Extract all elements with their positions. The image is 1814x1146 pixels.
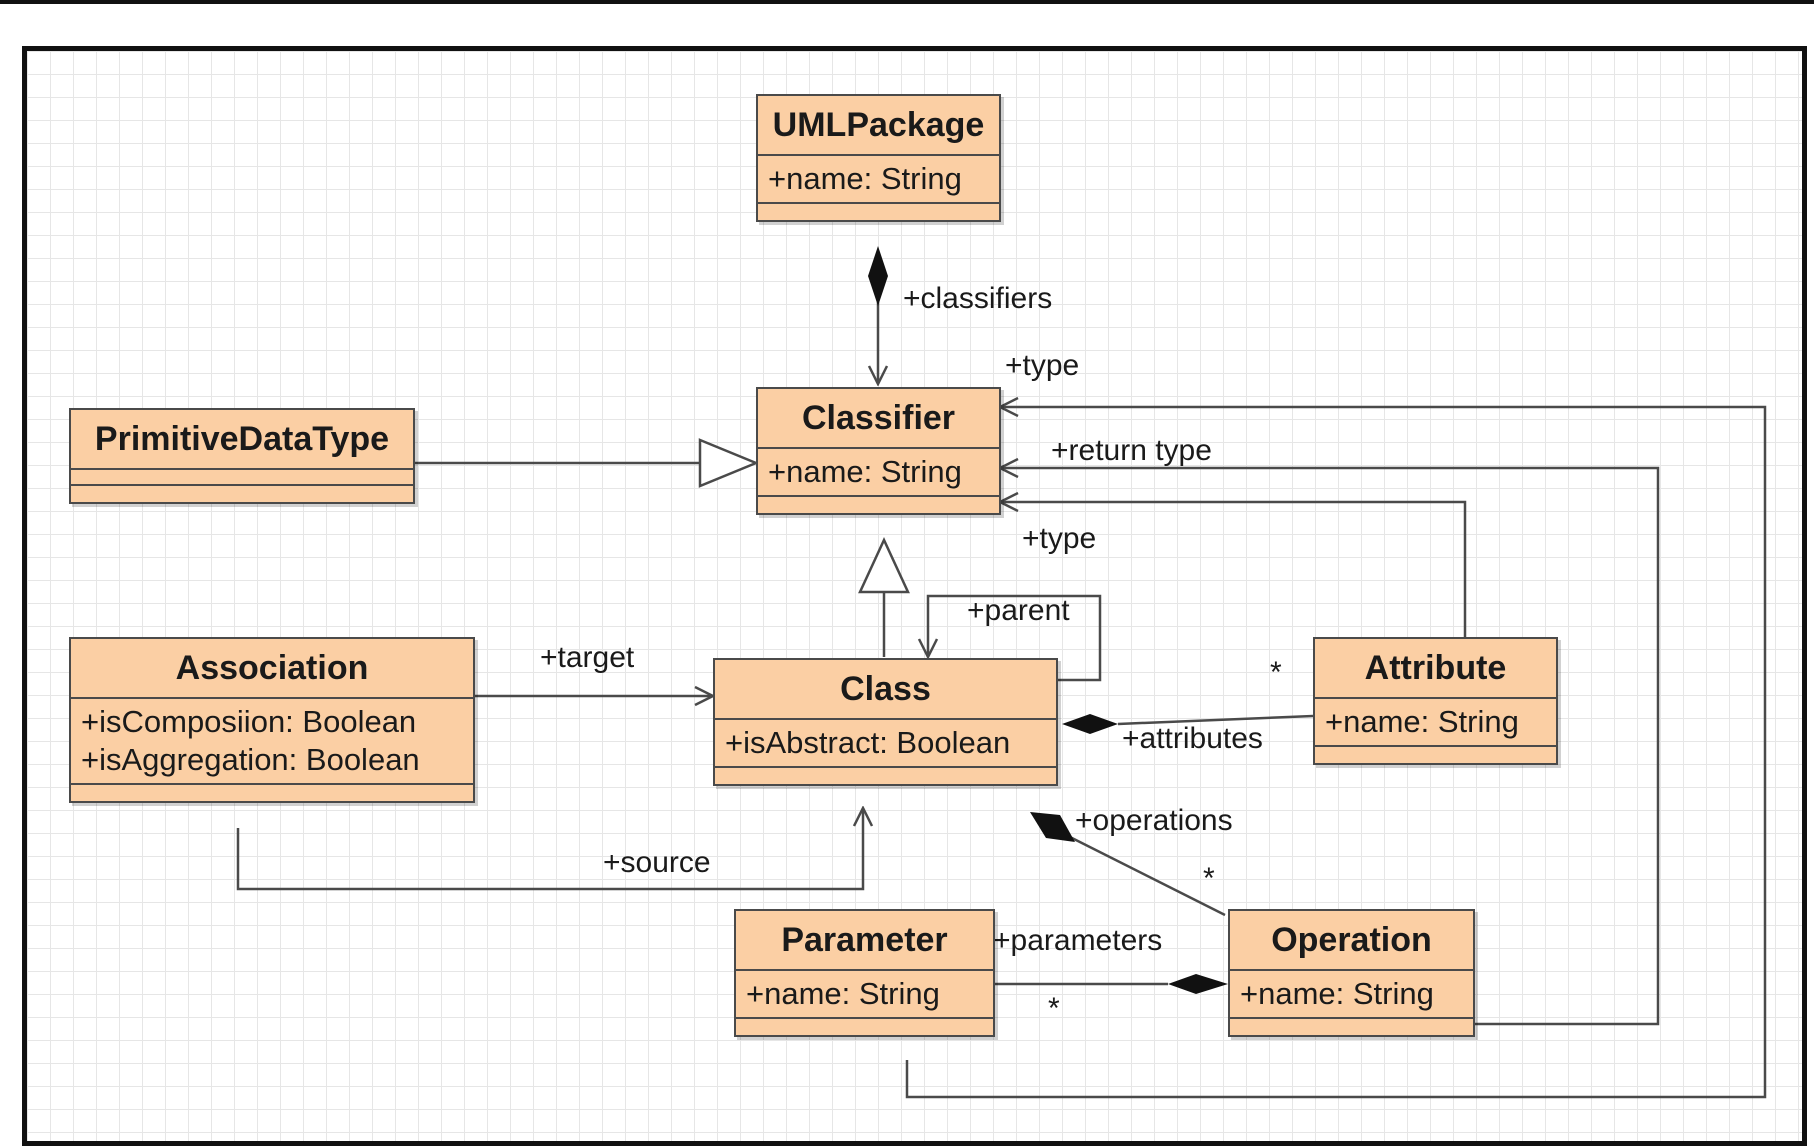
class-name: Parameter: [736, 911, 993, 971]
class-attribute: +name: String: [758, 449, 999, 497]
class-attributes-compartment: [71, 470, 413, 486]
generalization-triangle-primitive: [698, 438, 760, 488]
label-parent: +parent: [967, 594, 1070, 627]
class-attribute: +name: String: [1230, 971, 1473, 1019]
class-attribute: +name: String: [736, 971, 993, 1019]
edge-source: [236, 808, 863, 891]
class-operations-compartment: [715, 768, 1056, 784]
composition-diamond-class-operations: [1030, 812, 1075, 842]
label-source: +source: [603, 846, 711, 879]
class-operations-compartment: [1315, 747, 1556, 763]
edge-param-type: [905, 407, 1767, 1099]
label-classifiers: +classifiers: [903, 282, 1052, 315]
label-parameters: +parameters: [993, 924, 1162, 957]
label-attributes-mult: *: [1270, 656, 1282, 689]
class-box-parameter[interactable]: Parameter +name: String: [734, 909, 995, 1037]
class-attribute: +isAggregation: Boolean: [81, 742, 420, 777]
class-name: Class: [715, 660, 1056, 720]
edge-parent: [928, 594, 1102, 682]
class-operations-compartment: [736, 1019, 993, 1035]
generalization-triangle-class: [858, 537, 910, 594]
class-attribute: +isComposiion: Boolean: [81, 704, 417, 739]
class-name: UMLPackage: [758, 96, 999, 156]
label-parameters-mult: *: [1048, 992, 1060, 1025]
class-operations-compartment: [1230, 1019, 1473, 1035]
class-name: Classifier: [758, 389, 999, 449]
class-box-association[interactable]: Association +isComposiion: Boolean +isAg…: [69, 637, 475, 803]
composition-diamond-operation-parameters: [1168, 974, 1228, 994]
class-box-class[interactable]: Class +isAbstract: Boolean: [713, 658, 1058, 786]
composition-diamond-umlpackage: [868, 246, 888, 306]
class-operations-compartment: [71, 785, 473, 801]
class-box-primitivedatatype[interactable]: PrimitiveDataType: [69, 408, 415, 504]
class-name: PrimitiveDataType: [71, 410, 413, 470]
label-type-top: +type: [1005, 349, 1079, 382]
class-operations-compartment: [71, 486, 413, 502]
class-attribute: +name: String: [758, 156, 999, 204]
class-box-attribute[interactable]: Attribute +name: String: [1313, 637, 1558, 765]
edge-attributes: [1117, 714, 1314, 726]
edge-return-type: [1000, 468, 1660, 1026]
class-name: Association: [71, 639, 473, 699]
class-operations-compartment: [758, 497, 999, 513]
class-attribute: +name: String: [1315, 699, 1556, 747]
label-operations: +operations: [1075, 804, 1233, 837]
edge-operations: [1059, 830, 1226, 917]
label-return-type: +return type: [1051, 434, 1212, 467]
edge-attribute-type: [1000, 502, 1467, 637]
class-box-umlpackage[interactable]: UMLPackage +name: String: [756, 94, 1001, 222]
class-operations-compartment: [758, 204, 999, 220]
composition-diamond-class-attributes: [1062, 714, 1118, 734]
class-box-classifier[interactable]: Classifier +name: String: [756, 387, 1001, 515]
class-name: Attribute: [1315, 639, 1556, 699]
label-operations-mult: *: [1203, 862, 1215, 895]
class-box-operation[interactable]: Operation +name: String: [1228, 909, 1475, 1037]
label-target: +target: [540, 641, 635, 674]
label-type-attribute: +type: [1022, 522, 1096, 555]
class-name: Operation: [1230, 911, 1473, 971]
class-attribute: +isAbstract: Boolean: [715, 720, 1056, 768]
class-attributes-compartment: +isComposiion: Boolean +isAggregation: B…: [71, 699, 473, 785]
top-rule: [0, 0, 1814, 4]
label-attributes: +attributes: [1122, 722, 1263, 755]
